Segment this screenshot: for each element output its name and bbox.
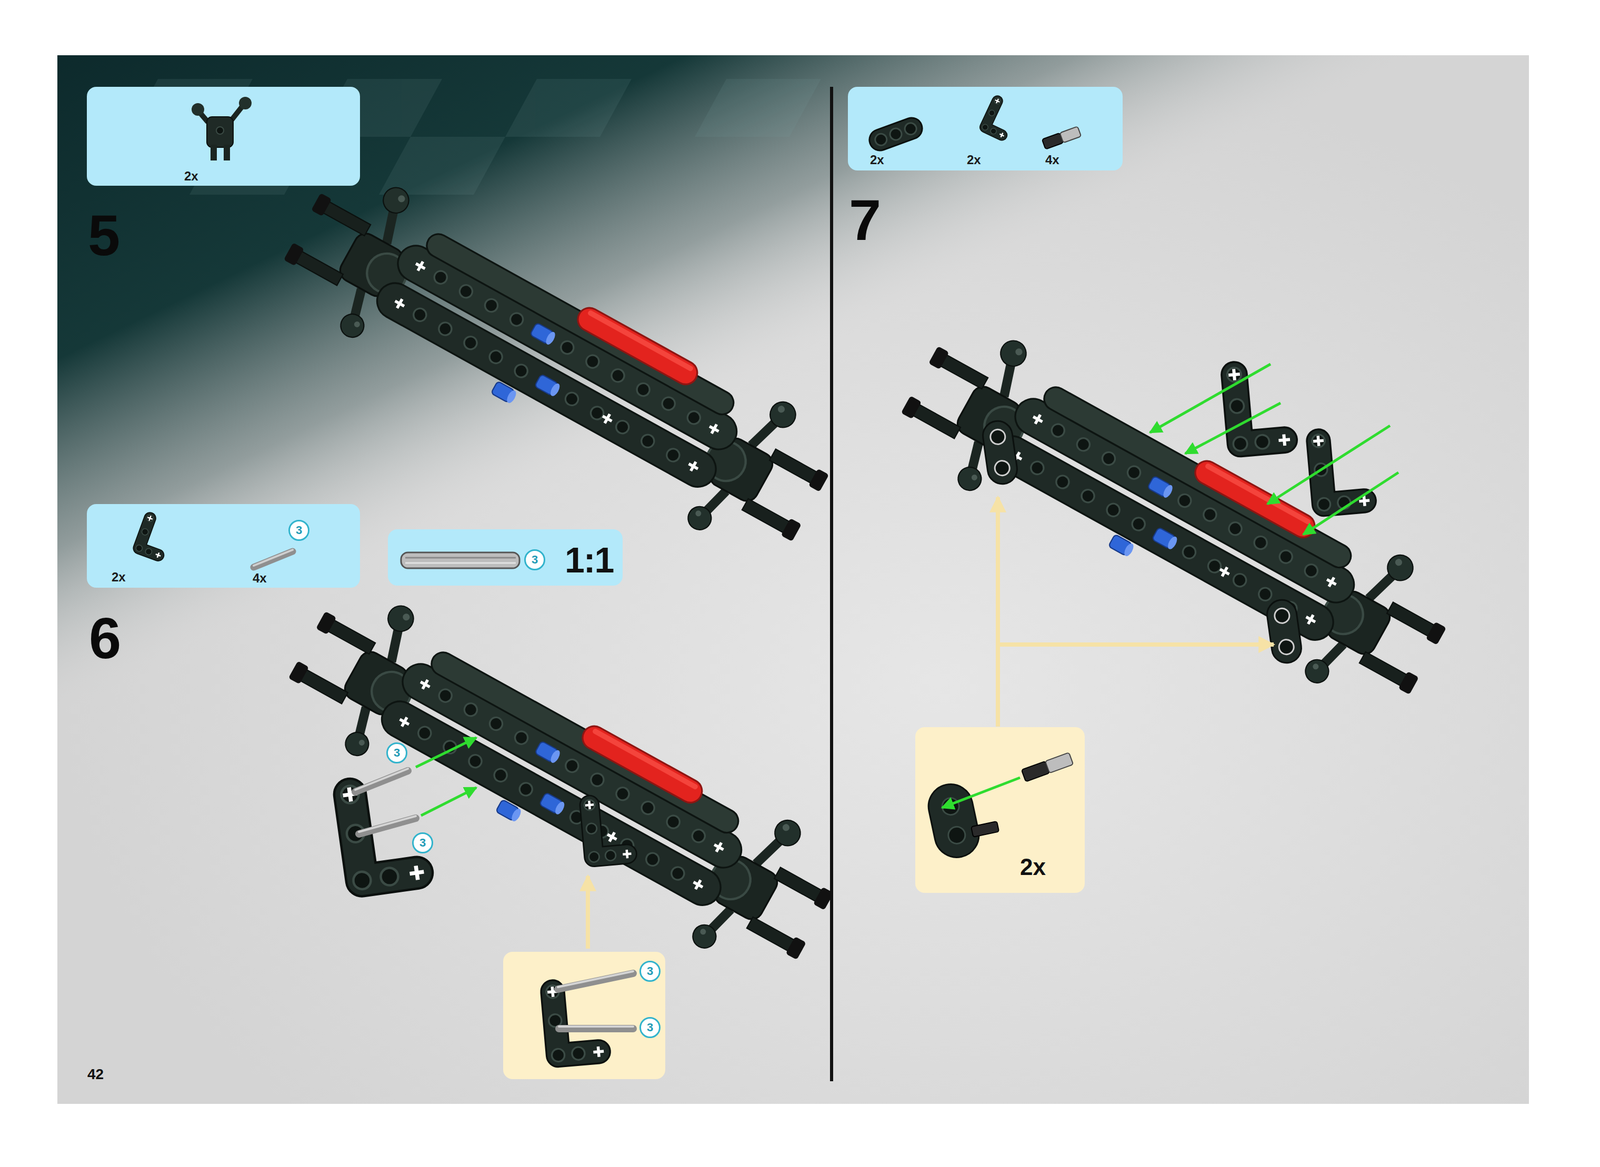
step-number: 5 [87, 201, 120, 269]
page-number: 42 [87, 1066, 104, 1084]
callout-number: 3 [639, 961, 661, 983]
quantity-label: 2x [870, 152, 885, 168]
parts-box: 2x 4x 3 [86, 504, 360, 589]
callout-number: 3 [639, 1017, 661, 1039]
quantity-label: 2x [111, 570, 126, 585]
scale-label: 1:1 [564, 539, 614, 581]
parts-box: 2x [86, 86, 360, 187]
step-number: 6 [88, 604, 122, 672]
step-number: 7 [848, 186, 882, 254]
subassembly-box: 33 [503, 952, 666, 1080]
scale-box: 3 1:1 [387, 529, 623, 586]
callout-number: 3 [524, 549, 546, 571]
callout-number: 3 [288, 520, 310, 542]
quantity-label: 4x [1045, 152, 1060, 168]
quantity-label: 2x [966, 152, 982, 168]
callout-number: 3 [386, 742, 408, 764]
parts-box: 2x 2x 4x [847, 86, 1123, 171]
quantity-label: 4x [252, 571, 267, 586]
quantity-label: 2x [1020, 854, 1046, 881]
quantity-label: 2x [184, 168, 199, 184]
subassembly-box: 2x [915, 727, 1085, 894]
callout-number: 3 [412, 832, 434, 854]
